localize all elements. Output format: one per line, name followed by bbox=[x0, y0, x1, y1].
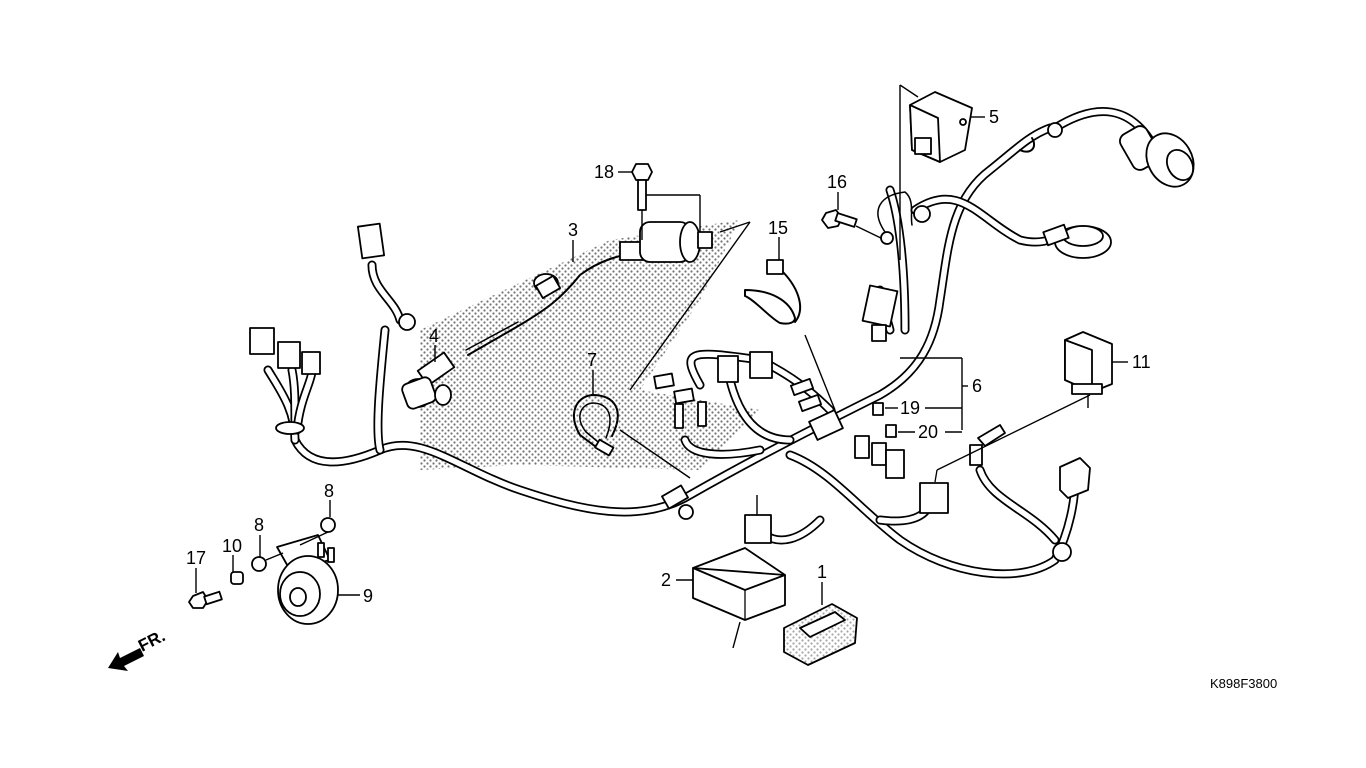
callout-19: 19 bbox=[900, 398, 920, 418]
callout-leaders bbox=[195, 116, 1128, 605]
bolt-17 bbox=[188, 591, 209, 609]
harness-clips bbox=[534, 275, 694, 520]
callout-16: 16 bbox=[827, 172, 847, 192]
control-unit-2 bbox=[692, 547, 786, 649]
callout-11: 11 bbox=[1132, 352, 1151, 372]
callout-8-upper: 8 bbox=[324, 481, 334, 501]
callout-3: 3 bbox=[568, 220, 578, 240]
callout-5: 5 bbox=[989, 107, 999, 127]
callout-6: 6 bbox=[972, 376, 982, 396]
front-direction-arrow-icon bbox=[108, 648, 144, 671]
upper-left-connector bbox=[356, 222, 416, 331]
connector-block bbox=[249, 327, 275, 355]
connector-block bbox=[301, 351, 321, 375]
fuse-20 bbox=[885, 424, 897, 438]
harness-clip bbox=[275, 421, 305, 435]
callout-18: 18 bbox=[594, 162, 614, 182]
left-connector-branch bbox=[249, 327, 321, 445]
collar-10 bbox=[230, 571, 244, 585]
callout-2: 2 bbox=[661, 570, 671, 590]
band-clip-7 bbox=[573, 394, 691, 479]
callout-9: 9 bbox=[363, 586, 373, 606]
callout-4: 4 bbox=[429, 326, 439, 346]
callout-1: 1 bbox=[817, 562, 827, 582]
callout-17: 17 bbox=[186, 548, 206, 568]
right-connector-cap bbox=[861, 284, 899, 342]
watermark-backdrop bbox=[420, 220, 760, 470]
fuse-19 bbox=[872, 402, 884, 416]
coil-leader-line bbox=[629, 221, 751, 391]
connector-block bbox=[277, 341, 301, 369]
fuses bbox=[872, 402, 897, 438]
bolt-16 bbox=[821, 191, 913, 245]
center-connector-cluster bbox=[653, 351, 844, 441]
callout-10: 10 bbox=[222, 536, 242, 556]
callout-7: 7 bbox=[587, 350, 597, 370]
top-right-plug bbox=[913, 122, 1195, 259]
callout-labels: 1 2 3 4 5 6 7 8 8 9 10 11 15 16 17 18 19… bbox=[186, 107, 1151, 606]
relay-11 bbox=[1064, 331, 1113, 408]
relay-unit-5 bbox=[899, 84, 973, 260]
drawing-code: K898F3800 bbox=[1210, 676, 1277, 691]
hardware-fasteners bbox=[188, 517, 336, 609]
cable-tie-15 bbox=[744, 259, 836, 411]
coil-leader-line bbox=[719, 221, 751, 233]
washer-8-lower bbox=[251, 556, 267, 572]
callout-8-lower: 8 bbox=[254, 515, 264, 535]
callout-15: 15 bbox=[768, 218, 788, 238]
horn-9 bbox=[276, 534, 339, 625]
front-direction-indicator: FR. bbox=[108, 626, 168, 671]
lower-center-connector bbox=[744, 495, 772, 544]
holder-1 bbox=[783, 603, 858, 666]
right-lower-connectors bbox=[854, 394, 1091, 562]
washer-8-upper bbox=[320, 517, 336, 533]
spark-plug-cap-4 bbox=[401, 351, 456, 410]
callout-20: 20 bbox=[918, 422, 938, 442]
